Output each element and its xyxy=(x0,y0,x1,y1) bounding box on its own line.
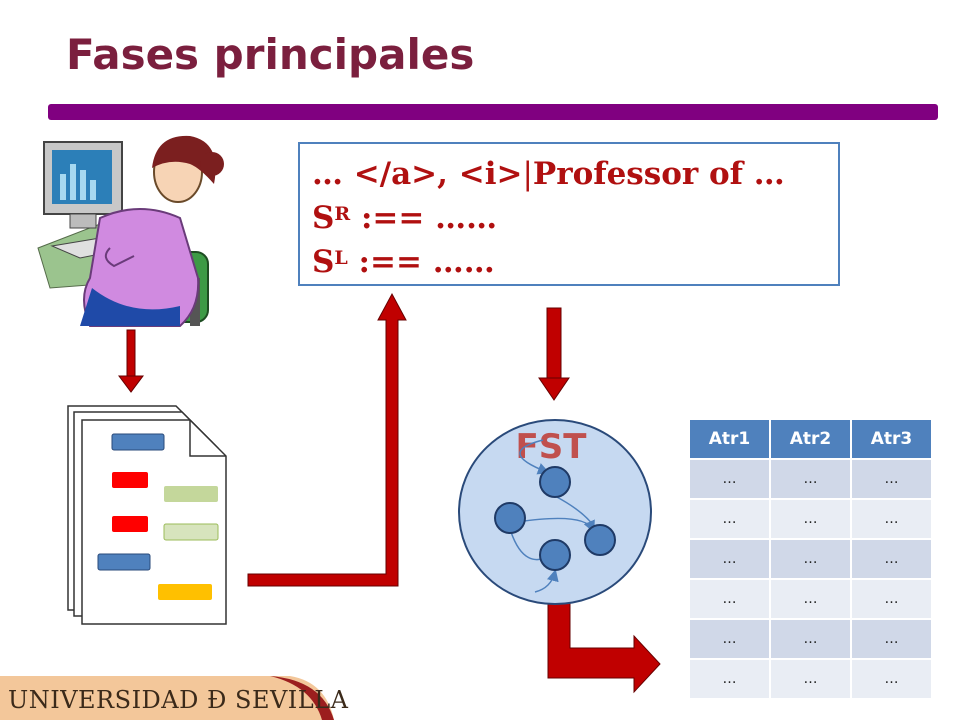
rule-sr-symbol: S xyxy=(312,200,335,236)
table-cell: … xyxy=(851,578,933,619)
table-row: … … … xyxy=(690,498,933,539)
fst-state-node xyxy=(494,502,526,534)
document-stack-icon xyxy=(67,405,227,625)
table-cell: … xyxy=(690,578,771,619)
arrow-user-to-docs xyxy=(118,329,144,393)
table-header-atr3: Atr3 xyxy=(851,420,933,459)
table-cell: … xyxy=(690,618,771,659)
table-row: … … … xyxy=(690,578,933,619)
table-cell: … xyxy=(851,458,933,499)
table-cell: … xyxy=(770,498,852,539)
table-row: … … … xyxy=(690,658,933,698)
page-title: Fases principales xyxy=(66,30,475,79)
rule-sr-definition: :== …… xyxy=(350,200,498,236)
table-cell: … xyxy=(690,458,771,499)
table-header-atr1: Atr1 xyxy=(690,420,771,459)
table-header-atr2: Atr2 xyxy=(770,420,852,459)
attribute-table: Atr1 Atr2 Atr3 … … … … … … … … … … … … …… xyxy=(690,420,933,698)
footer-banner xyxy=(0,676,334,720)
table-cell: … xyxy=(690,498,771,539)
rule-sr-sup: R xyxy=(334,203,351,225)
arrow-code-to-fst xyxy=(538,307,570,401)
fst-label: FST xyxy=(516,427,588,467)
fst-diagram: FST xyxy=(458,419,652,605)
table-row: … … … xyxy=(690,618,933,659)
user-at-computer-icon xyxy=(37,135,224,327)
table-cell: … xyxy=(690,658,771,698)
table-cell: … xyxy=(770,658,852,698)
fst-state-node xyxy=(584,524,616,556)
table-row: … … … xyxy=(690,538,933,579)
fst-state-node xyxy=(539,539,571,571)
table-cell: … xyxy=(690,538,771,579)
rule-sr-line: SR :== …… xyxy=(312,196,838,240)
arrow-fst-to-table xyxy=(547,599,661,694)
text-cursor: | xyxy=(522,156,533,192)
rule-context-line: … </a>, <i>|Professor of … xyxy=(312,152,838,196)
rule-sl-sup: L xyxy=(334,247,348,269)
table-cell: … xyxy=(851,658,933,698)
table-cell: … xyxy=(851,538,933,579)
table-cell: … xyxy=(770,578,852,619)
table-cell: … xyxy=(770,458,852,499)
table-cell: … xyxy=(770,538,852,579)
title-divider xyxy=(48,104,938,120)
university-logo-text: UNIVERSIDAD Ð SEVILLA xyxy=(8,686,349,714)
fst-state-node xyxy=(539,466,571,498)
rule-sl-line: SL :== …… xyxy=(312,240,838,284)
table-cell: … xyxy=(851,498,933,539)
table-cell: … xyxy=(851,618,933,659)
rule-context-prefix: … </a>, <i> xyxy=(312,156,523,192)
arrow-docs-to-code xyxy=(247,292,407,587)
rule-sl-definition: :== …… xyxy=(347,244,495,280)
table-row: … … … xyxy=(690,458,933,499)
rule-sl-symbol: S xyxy=(312,244,335,280)
table-cell: … xyxy=(770,618,852,659)
rule-context-suffix: Professor of … xyxy=(532,156,785,192)
extraction-rule-box: … </a>, <i>|Professor of … SR :== …… SL … xyxy=(298,142,840,286)
